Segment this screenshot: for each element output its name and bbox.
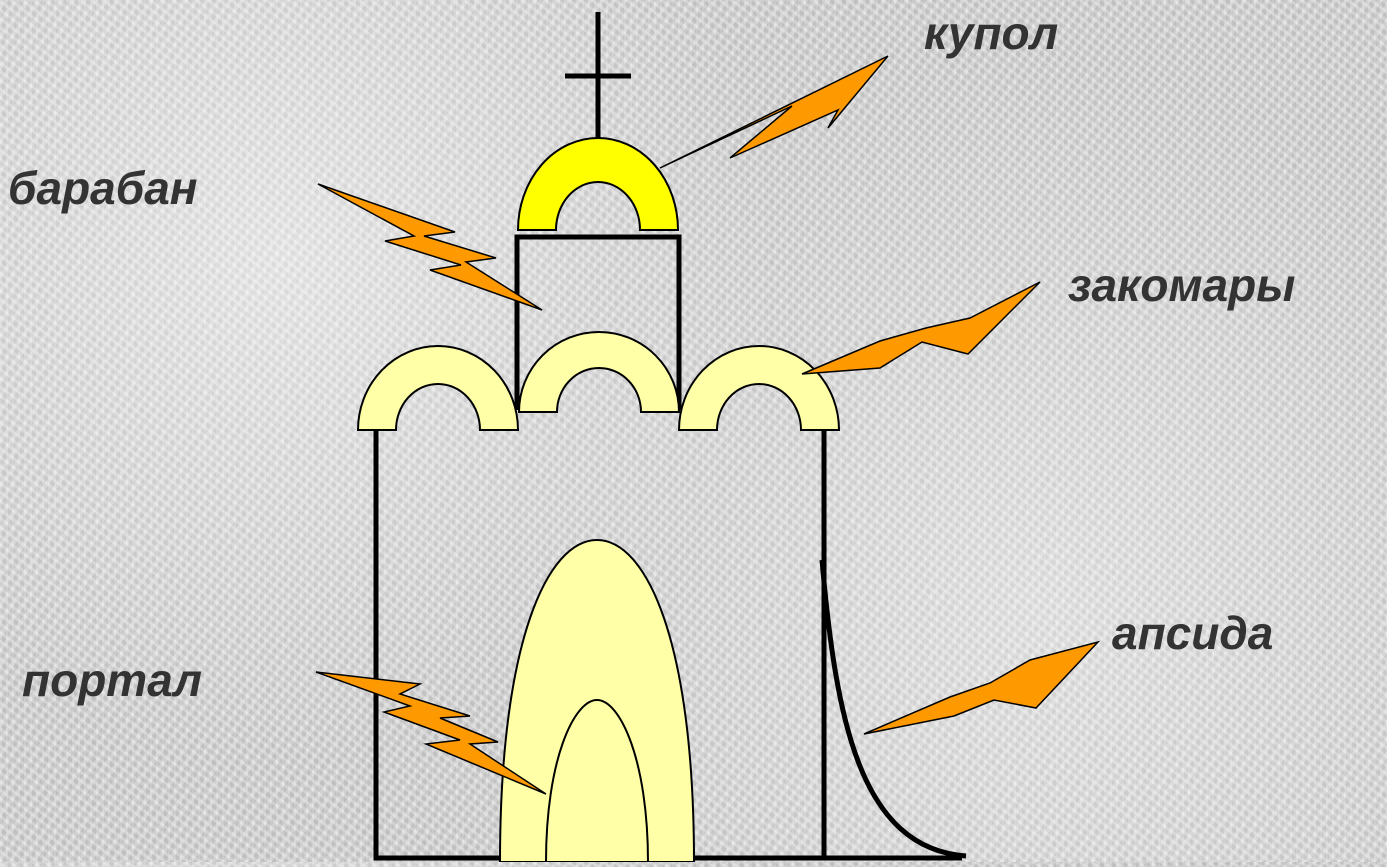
church-walls <box>373 430 962 861</box>
portal-shape <box>498 538 696 863</box>
apse-curve <box>819 559 967 859</box>
arrow-baraban-icon <box>317 183 543 311</box>
label-zakomary: закомары <box>1068 259 1296 311</box>
label-apsida: апсида <box>1112 607 1274 659</box>
dome-shape <box>516 137 680 231</box>
arrow-kupol-icon <box>659 55 889 169</box>
label-kupol: купол <box>924 7 1059 59</box>
arrow-portal-icon <box>315 671 547 795</box>
zakomara-center <box>517 331 681 413</box>
drum-shape <box>514 234 682 410</box>
zakomary-arches <box>356 331 841 431</box>
zakomara-right <box>677 345 841 431</box>
zakomara-left <box>356 345 520 431</box>
cross-icon <box>565 12 631 140</box>
arrow-zakomary-icon <box>801 281 1041 375</box>
label-baraban: барабан <box>8 162 198 214</box>
label-portal: портал <box>22 654 202 706</box>
arrow-apsida-icon <box>863 640 1101 735</box>
